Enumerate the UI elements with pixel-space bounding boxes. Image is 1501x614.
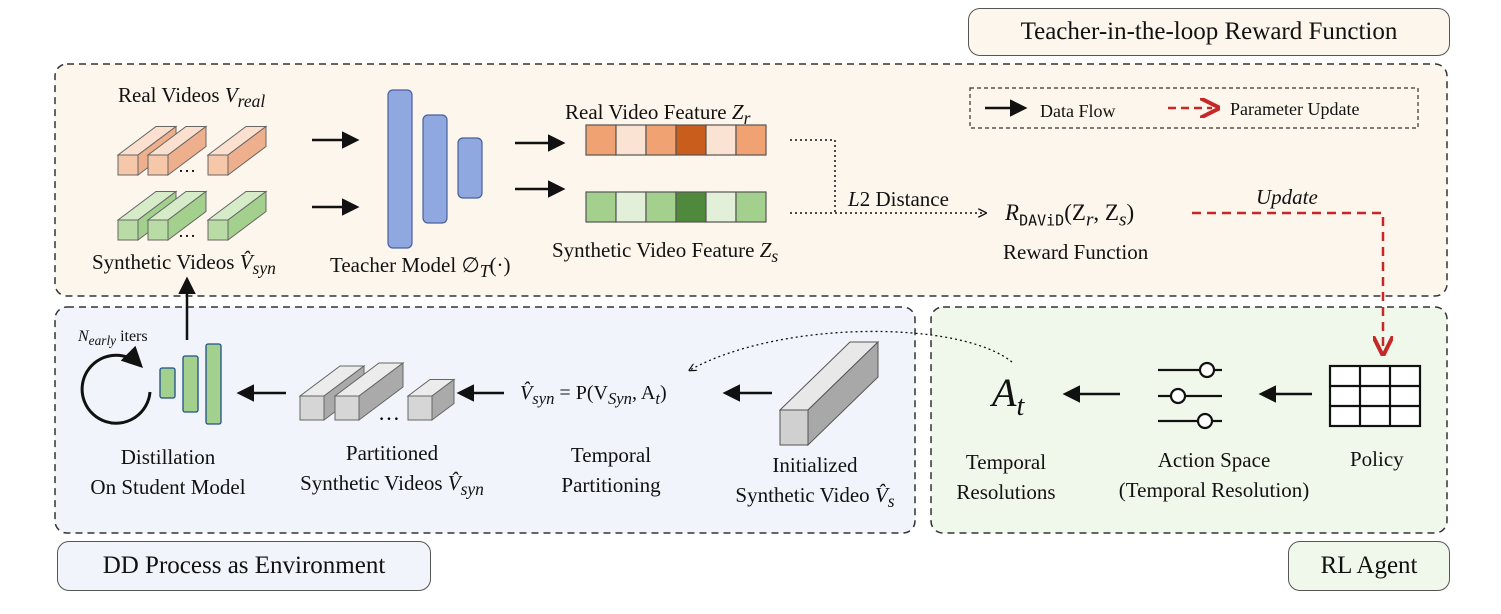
- syn-feature-cell-6: [735, 191, 767, 223]
- action-space-label: Action Space(Temporal Resolution): [1118, 448, 1310, 502]
- legend-box: [969, 87, 1419, 129]
- real-feature-vector: [585, 124, 767, 156]
- real-feature-cell-6: [735, 124, 767, 156]
- agent-title: RL Agent: [1288, 541, 1450, 591]
- real-feature-cell-1: [585, 124, 617, 156]
- syn-feature-cell-3: [645, 191, 677, 223]
- real-ellipsis: …: [178, 156, 196, 176]
- synthetic-ellipsis: …: [178, 221, 196, 241]
- synthetic-videos-label: Synthetic Videos V̂syn: [92, 250, 276, 279]
- reward-title: Teacher-in-the-loop Reward Function: [968, 8, 1450, 56]
- teacher-layer-3: [457, 137, 483, 199]
- real-video-bar-3: [206, 125, 268, 176]
- syn-feature-cell-1: [585, 191, 617, 223]
- synthetic-video-bar-3: [206, 190, 268, 241]
- real-feature-cell-2: [615, 124, 647, 156]
- update-arrow: [1192, 211, 1383, 348]
- partitioned-bar-3: [406, 378, 456, 421]
- student-layer-2: [182, 355, 199, 413]
- real-videos-label: Real Videos Vreal: [118, 83, 266, 112]
- real-feature-cell-5: [705, 124, 737, 156]
- update-label: Update: [1256, 185, 1318, 209]
- teacher-layer-2: [422, 114, 448, 224]
- initialized-video-prism: [778, 340, 880, 447]
- policy-label: Policy: [1350, 447, 1404, 471]
- l2-distance-label: L2 Distance: [848, 187, 949, 211]
- synthetic-video-bars: …: [116, 190, 268, 241]
- teacher-layer-1: [387, 89, 413, 249]
- reward-function-label: Reward Function: [1003, 240, 1149, 264]
- synthetic-video-bar-2: [146, 190, 208, 241]
- real-feature-cell-4: [675, 124, 707, 156]
- partitioned-ellipsis: …: [378, 400, 400, 425]
- teacher-model-label: Teacher Model ∅T(·): [330, 253, 511, 282]
- student-layer-3: [205, 343, 222, 425]
- at-symbol: At: [992, 370, 1025, 422]
- real-video-bars: …: [116, 125, 268, 176]
- legend-data-flow-label: Data Flow: [1040, 101, 1116, 121]
- legend-param-update-label: Parameter Update: [1230, 99, 1360, 119]
- env-title: DD Process as Environment: [57, 541, 431, 591]
- initialized-label: Initialized Synthetic Video V̂s: [735, 453, 895, 512]
- partitioned-bar-2: [333, 362, 405, 421]
- synthetic-feature-vector: [585, 191, 767, 223]
- n-early-label: Nearly iters: [78, 328, 148, 349]
- dotted-at-to-equation: [690, 330, 1013, 370]
- syn-feature-cell-2: [615, 191, 647, 223]
- syn-feature-label: Synthetic Video Feature Zs: [552, 238, 779, 267]
- syn-feature-cell-4: [675, 191, 707, 223]
- real-video-bar-2: [146, 125, 208, 176]
- dotted-real-to-reward: [790, 139, 836, 213]
- reward-formula: RDAViD(Zr, Zs): [1005, 200, 1135, 231]
- partitioned-label: Partitioned Synthetic Videos V̂syn: [300, 441, 484, 500]
- loop-icon: [80, 345, 152, 425]
- syn-feature-cell-5: [705, 191, 737, 223]
- partitioned-video-bars: …: [298, 362, 456, 425]
- env-section: [54, 306, 916, 534]
- policy-grid-icon: [1328, 364, 1422, 428]
- partition-equation: V̂syn = P(VSyn, At): [520, 382, 667, 408]
- student-layer-1: [159, 367, 176, 399]
- sliders-icon: [1158, 361, 1222, 430]
- real-feature-label: Real Video Feature Zr: [565, 100, 751, 129]
